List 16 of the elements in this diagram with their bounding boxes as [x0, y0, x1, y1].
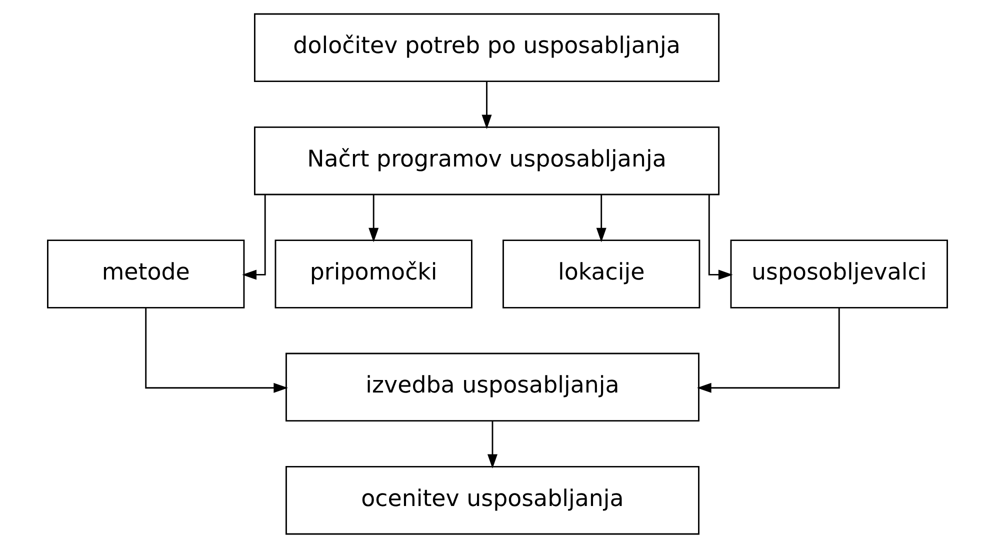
- arrow: [708, 195, 732, 280]
- node-box: usposobljevalci: [730, 240, 948, 308]
- node-box: metode: [46, 240, 244, 308]
- arrow: [368, 194, 378, 242]
- node-box: Načrt programov usposabljanja: [254, 126, 720, 196]
- node-box: ocenitev usposabljanja: [285, 466, 699, 535]
- arrow: [486, 421, 497, 469]
- node-box: lokacije: [502, 240, 700, 308]
- node-box: izvedba usposabljanja: [285, 352, 699, 422]
- arrow: [696, 308, 840, 393]
- node-box: določitev potreb po usposabljanja: [254, 13, 720, 82]
- arrow: [242, 195, 266, 280]
- arrow: [144, 308, 288, 393]
- arrow: [596, 194, 606, 242]
- node-box: pripomočki: [274, 240, 472, 308]
- arrow: [481, 82, 492, 130]
